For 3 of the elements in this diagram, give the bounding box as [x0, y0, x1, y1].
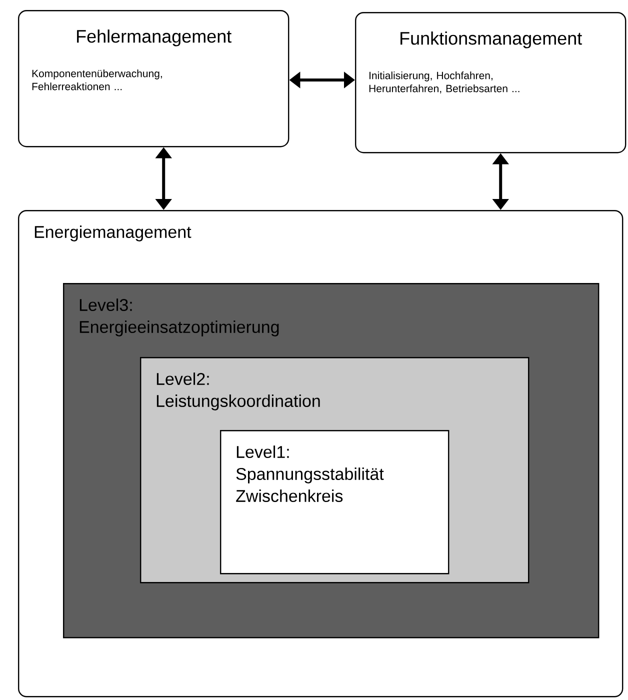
module-box: Fehlermanagement Komponentenüberwachung, Fehlerreaktionen ... [18, 10, 290, 148]
level-box: Level1: Spannungsstabilität Zwischenkreis [220, 430, 450, 574]
module-box: Funktionsmanagement Initialisierung, Hochfahren, Herunterfahren, Betriebsarten ... [355, 12, 626, 154]
